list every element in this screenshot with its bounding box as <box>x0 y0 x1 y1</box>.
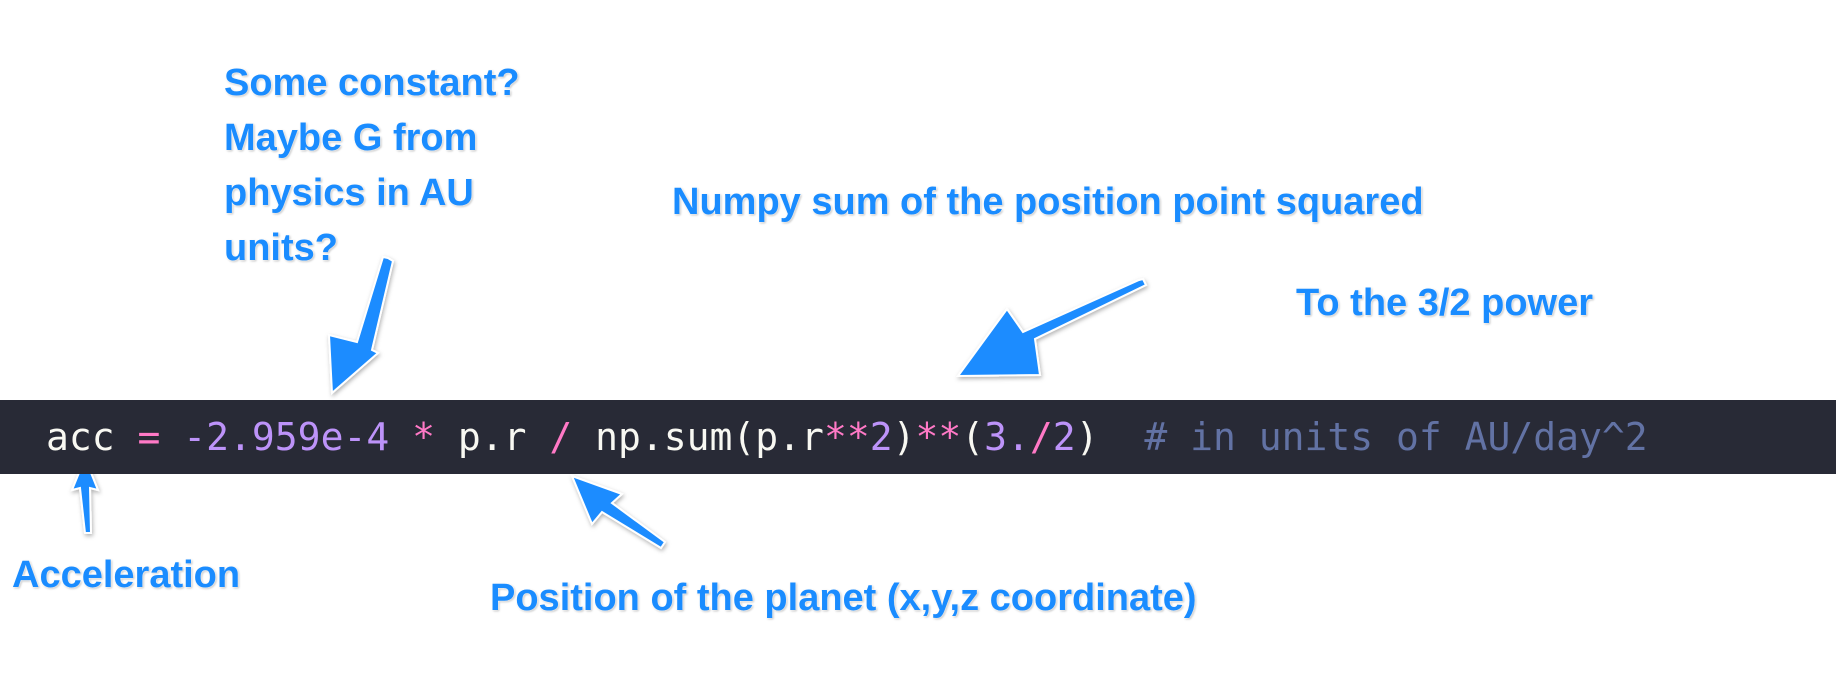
constant-annotation-line-1: Some constant? <box>224 62 520 104</box>
code-token: acc <box>46 415 138 459</box>
numpy-sum-annotation: Numpy sum of the position point squared <box>672 175 1424 230</box>
code-token <box>160 415 183 459</box>
code-token: # in units of AU/day^2 <box>1098 415 1648 459</box>
position-annotation-text: Position of the planet (x,y,z coordinate… <box>490 577 1197 619</box>
code-token: ** <box>823 415 870 459</box>
code-token: ** <box>915 415 962 459</box>
code-token: ) <box>1075 415 1099 459</box>
code-token: 2 <box>869 415 893 459</box>
position-arrow-icon <box>570 474 667 550</box>
code-line: acc = -2.959e-4 * p.r / np.sum(p.r**2)**… <box>0 400 1836 474</box>
code-token: np.sum(p.r <box>572 415 824 459</box>
acceleration-annotation: Acceleration <box>12 548 240 603</box>
code-token: -2.959e-4 <box>183 415 390 459</box>
code-token: ) <box>892 415 916 459</box>
code-token: / <box>549 415 573 459</box>
constant-annotation: Some constant? Maybe G from physics in A… <box>224 56 520 276</box>
power-annotation-text: To the 3/2 power <box>1296 282 1594 324</box>
acceleration-annotation-text: Acceleration <box>12 554 241 596</box>
code-token: 2 <box>1052 415 1076 459</box>
code-token: 3. <box>984 415 1030 459</box>
code-token: * <box>412 415 435 459</box>
code-token: ( <box>961 415 985 459</box>
code-token: p.r <box>434 415 550 459</box>
constant-annotation-line-2: Maybe G from <box>224 117 478 159</box>
constant-annotation-line-4: units? <box>224 227 338 269</box>
constant-arrow-icon <box>327 255 395 396</box>
constant-annotation-line-3: physics in AU <box>224 172 474 214</box>
power-annotation: To the 3/2 power <box>1296 276 1593 331</box>
numpy-sum-arrow-icon <box>956 277 1148 378</box>
code-token: / <box>1029 415 1053 459</box>
code-token <box>389 415 412 459</box>
numpy-sum-annotation-text: Numpy sum of the position point squared <box>672 181 1424 223</box>
position-annotation: Position of the planet (x,y,z coordinate… <box>490 571 1197 626</box>
code-token: = <box>137 415 161 459</box>
